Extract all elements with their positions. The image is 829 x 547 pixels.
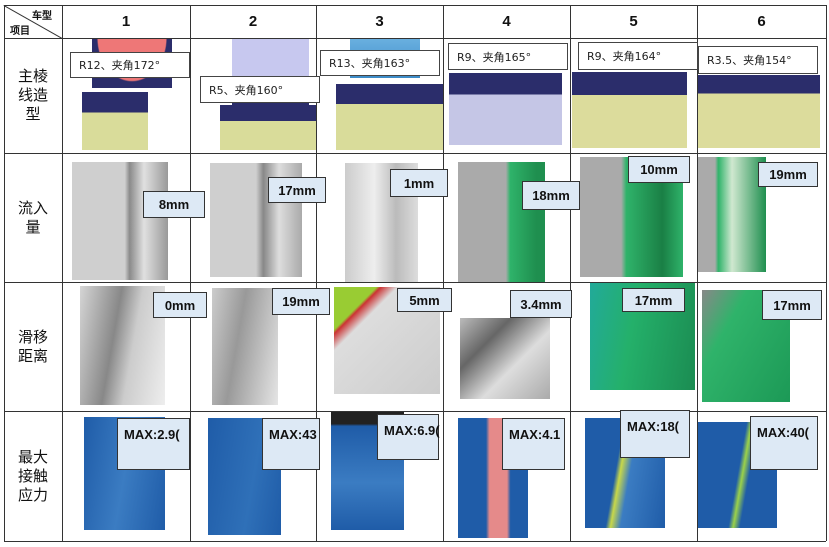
grid-line: [443, 5, 444, 541]
simulation-image: [212, 288, 278, 405]
value-callout: MAX:43: [262, 418, 320, 470]
value-callout: 3.4mm: [510, 290, 572, 318]
simulation-image: [449, 73, 562, 145]
row-label: 流入量: [17, 198, 48, 236]
simulation-image: [336, 84, 443, 150]
column-header-6: 6: [757, 13, 766, 30]
value-callout: 8mm: [143, 191, 205, 218]
grid-line: [4, 411, 826, 412]
value-callout: 17mm: [622, 288, 685, 312]
grid-line: [190, 5, 191, 541]
value-callout: MAX:6.9(: [377, 414, 440, 460]
radius-angle-caption: R12、夹角172°: [70, 52, 190, 78]
simulation-image: [572, 72, 687, 148]
grid-line: [4, 153, 826, 154]
simulation-image: [220, 105, 316, 150]
radius-angle-caption: R9、夹角165°: [448, 43, 568, 70]
value-callout: 18mm: [522, 181, 580, 210]
value-callout: 19mm: [758, 162, 818, 187]
grid-line: [4, 38, 826, 39]
radius-angle-caption: R9、夹角164°: [578, 42, 698, 70]
value-callout: 19mm: [272, 288, 330, 315]
grid-line: [826, 5, 827, 541]
column-header-3: 3: [375, 13, 384, 30]
grid-line: [570, 5, 571, 541]
value-callout: MAX:40(: [750, 416, 818, 470]
grid-line: [316, 5, 317, 541]
grid-line: [4, 282, 826, 283]
grid-line: [4, 5, 5, 541]
value-callout: 17mm: [268, 177, 326, 203]
corner-top-label: 车型: [32, 11, 52, 22]
simulation-image: [72, 162, 168, 280]
grid-line: [4, 541, 826, 542]
value-callout: 1mm: [390, 169, 448, 197]
value-callout: MAX:2.9(: [117, 418, 190, 470]
value-callout: MAX:18(: [620, 410, 690, 458]
simulation-image: [460, 318, 550, 399]
radius-angle-caption: R13、夹角163°: [320, 50, 440, 76]
value-callout: 10mm: [628, 156, 690, 183]
radius-angle-caption: R5、夹角160°: [200, 76, 320, 103]
row-label: 主棱线造型: [17, 67, 48, 123]
grid-line: [62, 5, 63, 541]
value-callout: MAX:4.1: [502, 418, 565, 470]
simulation-image: [458, 162, 545, 282]
column-header-4: 4: [502, 13, 511, 30]
simulation-image: [698, 75, 820, 148]
corner-bottom-label: 项目: [10, 26, 30, 37]
column-header-5: 5: [629, 13, 638, 30]
row-label: 最大接触应力: [17, 447, 48, 504]
radius-angle-caption: R3.5、夹角154°: [698, 46, 818, 74]
simulation-image: [82, 92, 148, 150]
grid-line: [4, 5, 826, 6]
grid-line: [697, 5, 698, 541]
value-callout: 17mm: [762, 290, 822, 320]
simulation-image: [698, 157, 766, 272]
value-callout: 5mm: [397, 288, 452, 312]
column-header-1: 1: [121, 13, 131, 30]
value-callout: 0mm: [153, 292, 207, 318]
simulation-image: [80, 286, 165, 405]
column-header-2: 2: [248, 13, 258, 30]
row-label: 滑移距离: [17, 327, 48, 365]
